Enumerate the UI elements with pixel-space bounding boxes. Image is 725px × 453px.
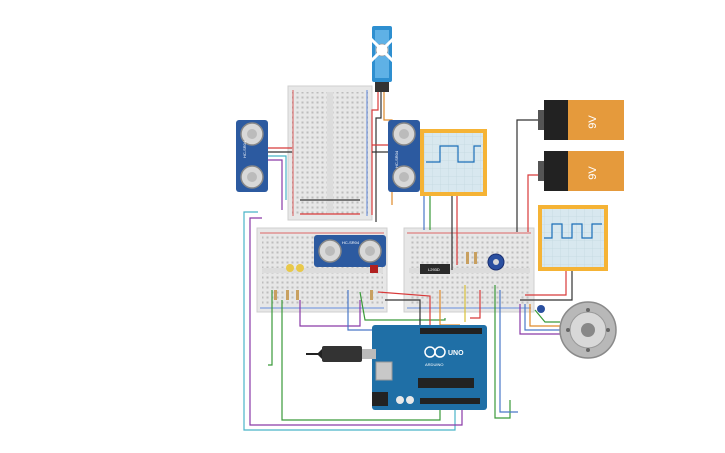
battery-bottom: 9V: [538, 151, 624, 191]
ic-chip-label: L293D: [428, 267, 440, 272]
ic-chip: L293D: [420, 264, 450, 274]
sonar-label-left: HC-SR04: [242, 140, 247, 158]
arduino-board: UNO ARDUINO: [372, 325, 487, 410]
dc-motor-icon: [537, 301, 617, 359]
sonar-label-center: HC-SR04: [342, 240, 360, 245]
battery-top: 9V: [538, 100, 624, 140]
usb-plug-icon: [306, 346, 376, 362]
sonar-sensor-left: HC-SR04: [236, 120, 268, 192]
breadboard-bottom-right: [403, 227, 535, 313]
arduino-logo: [424, 346, 446, 358]
servo-icon: [368, 26, 396, 92]
battery-bottom-label: 9V: [587, 166, 599, 180]
wires: [243, 92, 573, 431]
resistors-right: [466, 252, 477, 264]
oscilloscope-left: [420, 129, 487, 196]
sonar-label-right: HC-SR04: [394, 150, 399, 168]
sonar-sensor-center: HC-SR04: [314, 235, 386, 273]
oscilloscope-right: [538, 205, 608, 271]
potentiometer-icon: [487, 253, 505, 271]
battery-top-label: 9V: [587, 115, 599, 129]
arduino-brand-text: ARDUINO: [425, 362, 443, 367]
leds-and-resistors: [274, 264, 373, 300]
sonar-sensor-right: HC-SR04: [388, 120, 420, 192]
arduino-uno-text: UNO: [448, 350, 464, 357]
breadboard-top: [287, 85, 373, 221]
